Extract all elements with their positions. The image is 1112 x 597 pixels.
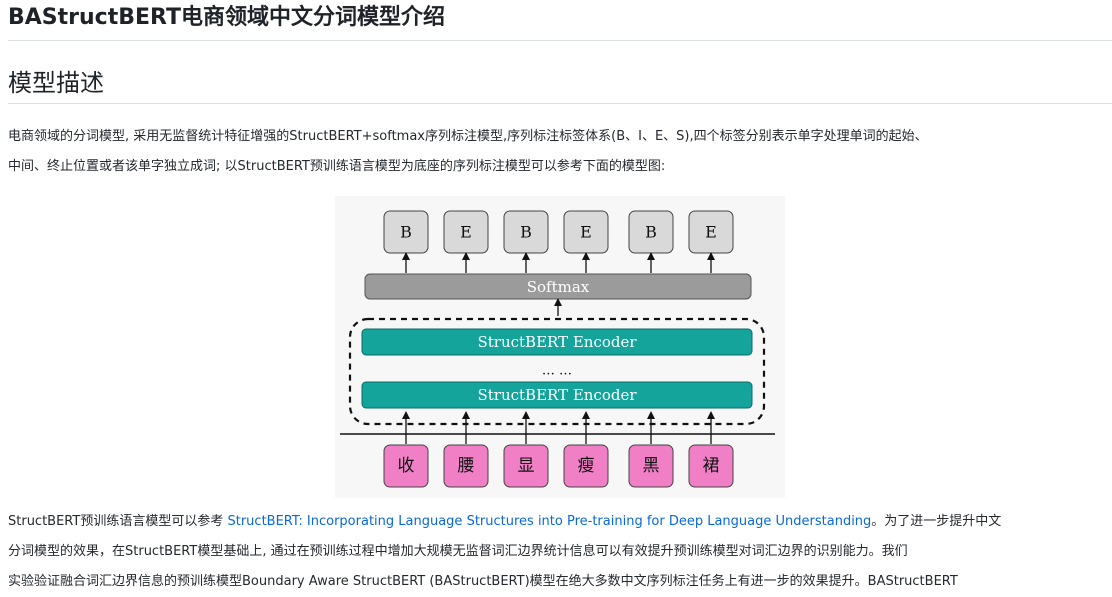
input-char-label: 腰 <box>458 456 475 476</box>
page-title: BAStructBERT电商领域中文分词模型介绍 <box>8 5 445 30</box>
input-char-box <box>443 444 489 488</box>
body-line-1-prefix: StructBERT预训练语言模型可以参考 <box>8 514 228 529</box>
encoder-stack-container <box>348 317 766 426</box>
output-tag-label: B <box>645 223 657 242</box>
intro-line-2: 中间、终止位置或者该单字独立成词; 以StructBERT预训练语言模型为底座的… <box>8 159 666 174</box>
output-tag-label: E <box>580 223 592 242</box>
encoder-ellipsis: … … <box>542 364 572 379</box>
output-tag-label: B <box>400 223 412 242</box>
body-line-1-suffix: 。为了进一步提升中文 <box>871 514 1002 529</box>
softmax-label: Softmax <box>527 278 590 296</box>
input-char-box <box>688 444 734 488</box>
output-tag-label: E <box>705 223 717 242</box>
input-char-label: 裙 <box>703 456 720 476</box>
title-divider <box>8 40 1112 41</box>
input-char-label: 瘦 <box>578 456 595 476</box>
intro-paragraph: 电商领域的分词模型, 采用无监督统计特征增强的StructBERT+softma… <box>8 122 1106 182</box>
encoder-top-label: StructBERT Encoder <box>477 333 637 351</box>
section-heading: 模型描述 <box>8 69 104 97</box>
encoder-bar-top <box>361 328 753 356</box>
input-char-box <box>503 444 549 488</box>
encoder-bottom-label: StructBERT Encoder <box>477 386 637 404</box>
section-divider <box>8 103 1112 104</box>
input-char-label: 显 <box>518 456 535 476</box>
input-char-box <box>563 444 609 488</box>
body-paragraph: StructBERT预训练语言模型可以参考 StructBERT: Incorp… <box>8 507 1106 597</box>
output-tag-label: B <box>520 223 532 242</box>
input-char-box <box>383 444 429 488</box>
input-char-label: 收 <box>398 456 415 476</box>
structbert-paper-link[interactable]: StructBERT: Incorporating Language Struc… <box>227 514 872 529</box>
input-char-box <box>628 444 674 488</box>
body-line-2: 分词模型的效果，在StructBERT模型基础上, 通过在预训练过程中增加大规模… <box>8 544 908 559</box>
encoder-bar-bottom <box>361 381 753 409</box>
intro-line-1: 电商领域的分词模型, 采用无监督统计特征增强的StructBERT+softma… <box>8 129 928 144</box>
output-tag-label: E <box>460 223 472 242</box>
body-line-3: 实验验证融合词汇边界信息的预训练模型Boundary Aware StructB… <box>8 574 958 589</box>
input-char-label: 黑 <box>643 456 660 476</box>
body-line-1: StructBERT预训练语言模型可以参考 StructBERT: Incorp… <box>8 507 1106 537</box>
